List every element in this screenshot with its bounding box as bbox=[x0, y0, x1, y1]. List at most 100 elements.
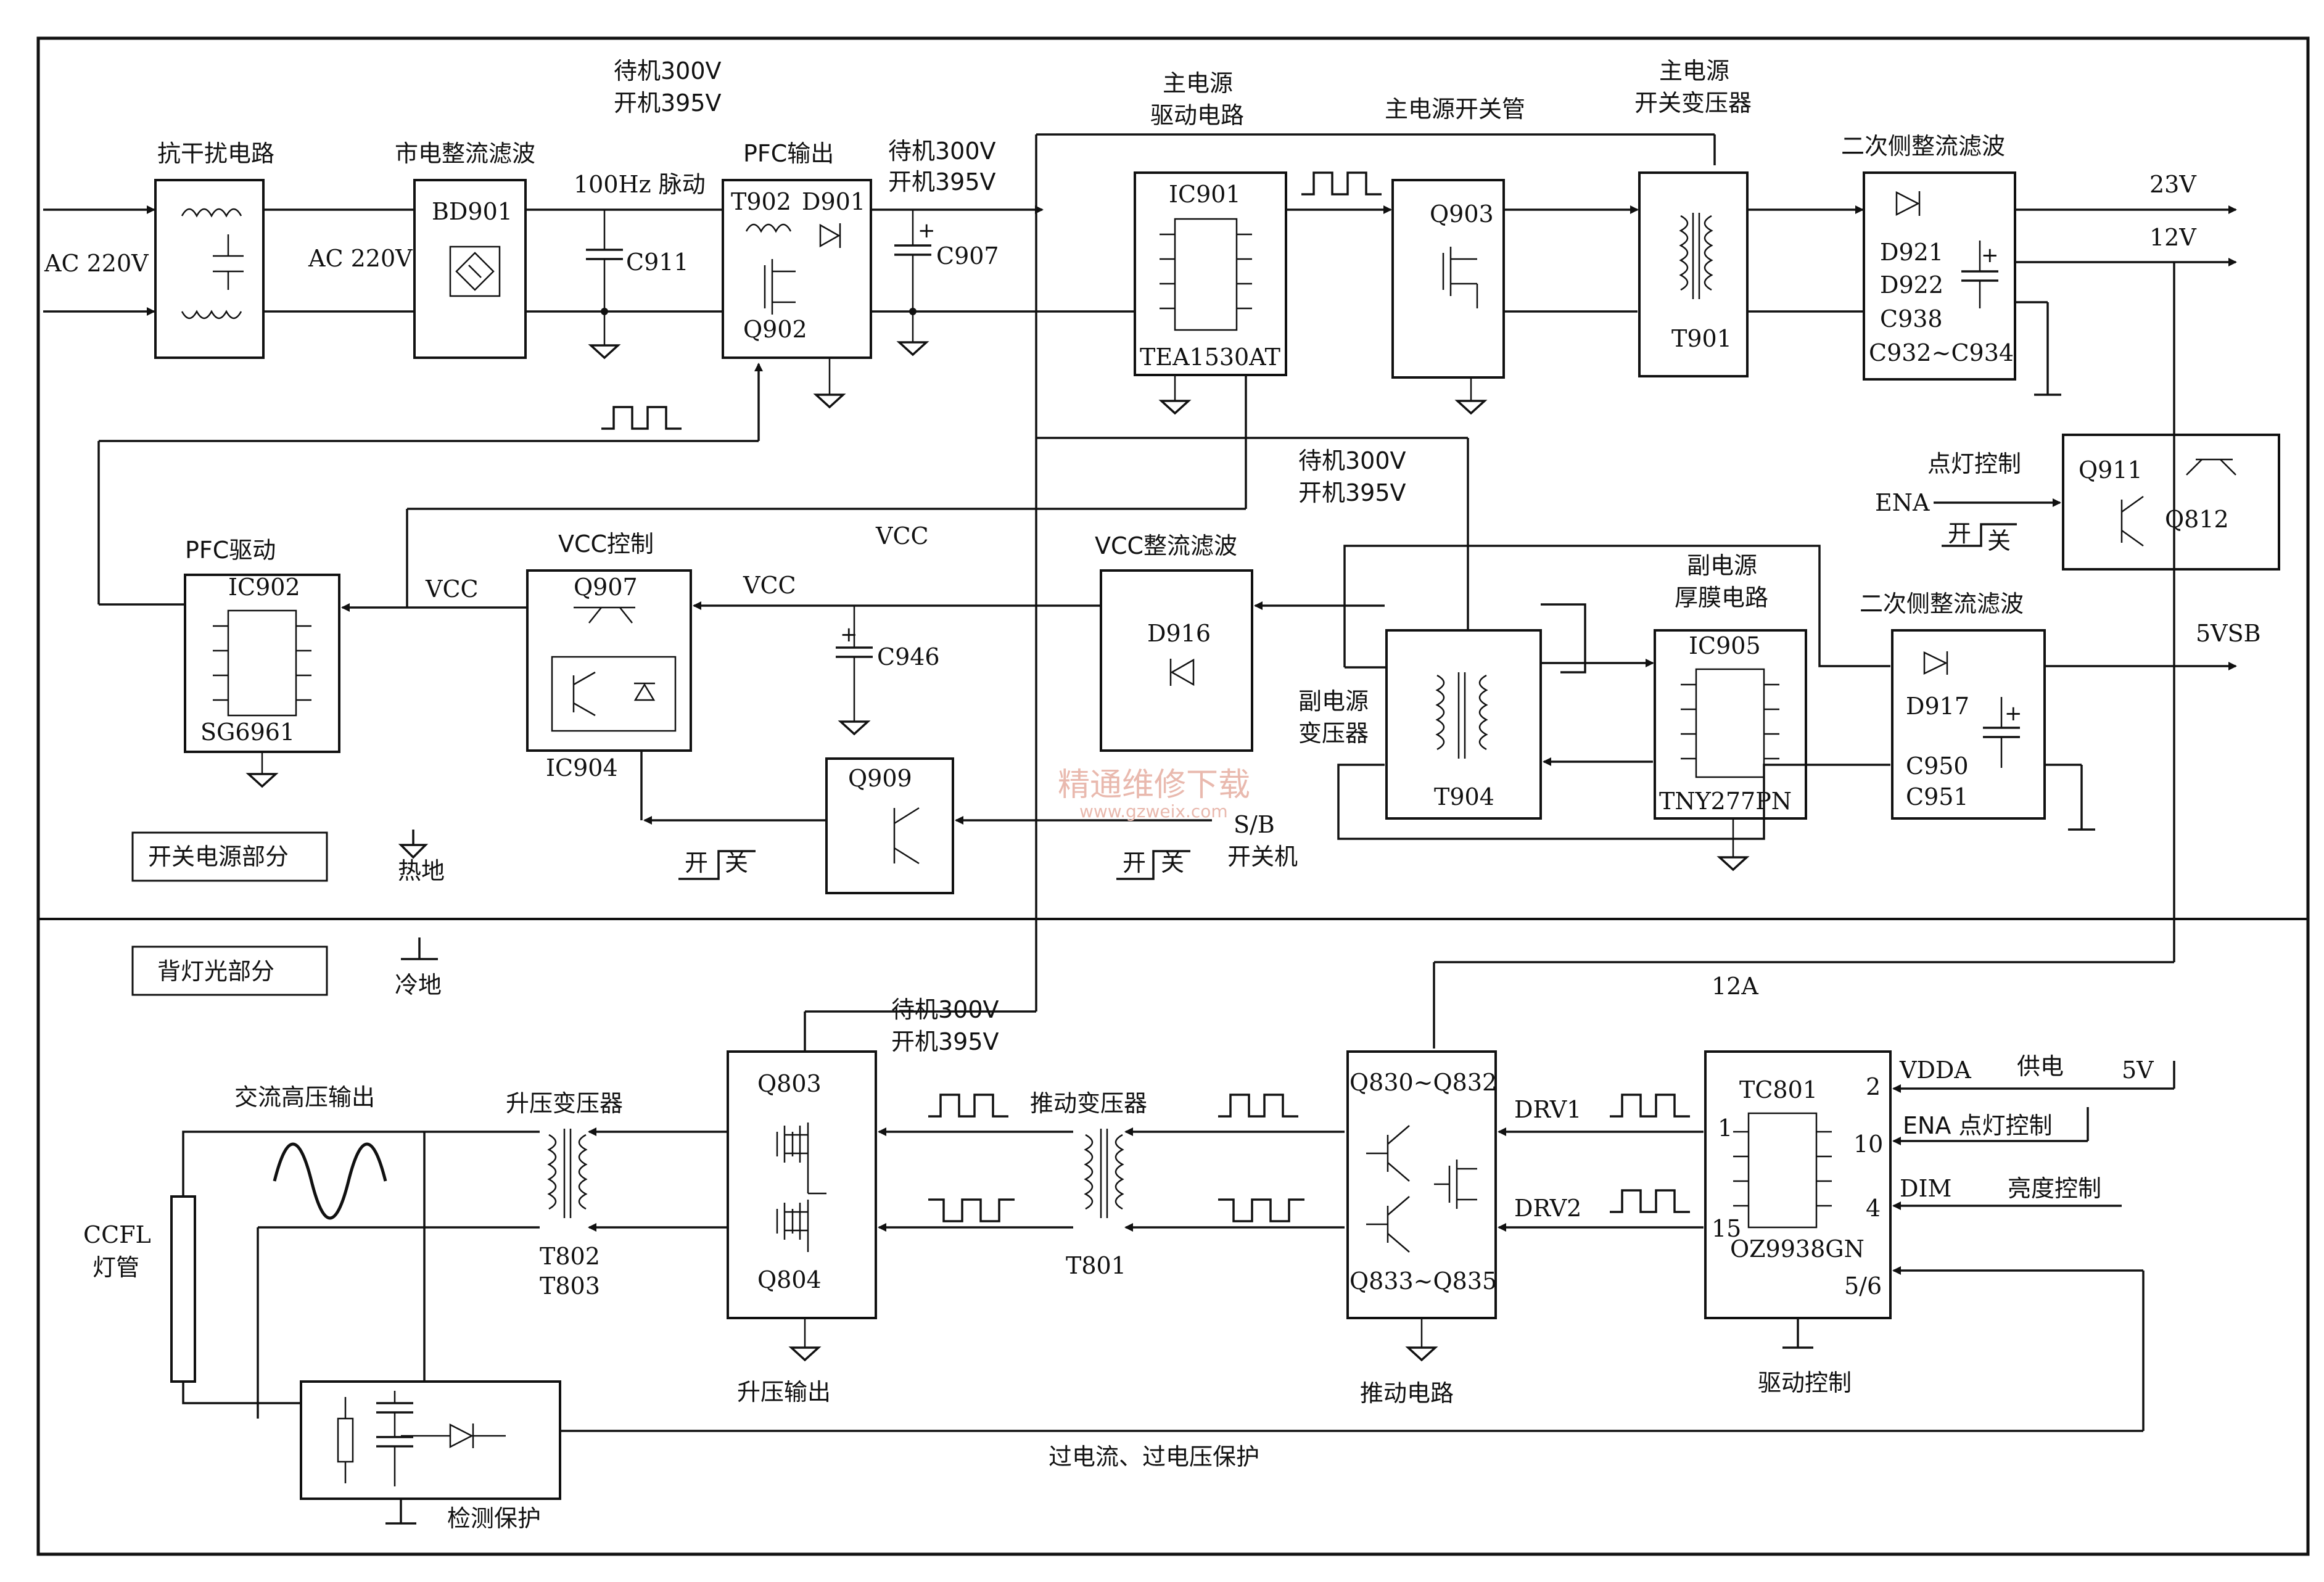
t802-label: T802 bbox=[540, 1243, 600, 1270]
c932-c934-label: C932~C934 bbox=[1869, 339, 2014, 366]
standby-pfc-2: 开机395V bbox=[888, 168, 996, 196]
outer-frame bbox=[36, 36, 2310, 1556]
cold-ground-icon bbox=[401, 937, 438, 960]
watermark-url: www.gzweix.com bbox=[1079, 801, 1228, 822]
standby-mid-1: 待机300V bbox=[1298, 447, 1406, 474]
diode-icon bbox=[819, 223, 841, 248]
switching-section-label: 开关电源部分 bbox=[148, 843, 289, 870]
pfc-title: PFC输出 bbox=[743, 140, 834, 167]
sub-tx-title-2: 变压器 bbox=[1298, 720, 1369, 747]
standby-bl-1: 待机300V bbox=[891, 996, 999, 1023]
vcc-rect-block bbox=[1100, 569, 1253, 752]
square-wave-icon bbox=[1610, 1189, 1690, 1213]
square-wave-icon bbox=[601, 406, 682, 430]
sub-transformer-block bbox=[1385, 629, 1542, 820]
ccfl-lamp bbox=[170, 1195, 196, 1383]
svg-text:+: + bbox=[1981, 243, 1999, 268]
sub-hybrid-title-1: 副电源 bbox=[1687, 552, 1757, 579]
ic902-label: IC902 bbox=[228, 574, 300, 601]
ac-mid-label: AC 220V bbox=[308, 245, 413, 272]
c951-label: C951 bbox=[1906, 783, 1969, 810]
main-switch-title: 主电源开关管 bbox=[1385, 96, 1525, 123]
c938-label: C938 bbox=[1880, 305, 1943, 332]
pin4-label: 4 bbox=[1866, 1195, 1881, 1222]
d917-label: D917 bbox=[1906, 693, 1969, 720]
t901-label: T901 bbox=[1671, 325, 1732, 352]
tc801-title: 驱动控制 bbox=[1758, 1369, 1852, 1396]
rectifier-block bbox=[413, 179, 527, 359]
t801-label: T801 bbox=[1066, 1252, 1126, 1279]
diode-icon bbox=[1895, 191, 1921, 216]
t902-label: T902 bbox=[731, 188, 791, 215]
standby-pfc-1: 待机300V bbox=[888, 138, 996, 165]
sw3-on-label: 开 bbox=[685, 849, 708, 876]
ground-icon bbox=[245, 773, 279, 788]
hot-ground-label: 热地 bbox=[398, 857, 445, 884]
ic905-label: IC905 bbox=[1689, 632, 1761, 659]
main-driver-title-1: 主电源 bbox=[1163, 70, 1233, 97]
main-tx-title-2: 开关变压器 bbox=[1634, 89, 1752, 117]
sw3-off-label: 关 bbox=[725, 849, 748, 876]
emi-block bbox=[154, 179, 265, 359]
sec2-title: 二次侧整流滤波 bbox=[1860, 590, 2024, 617]
q911-label: Q911 bbox=[2079, 456, 2143, 484]
sg6961-label: SG6961 bbox=[200, 719, 295, 746]
tny277pn-label: TNY277PN bbox=[1659, 788, 1792, 815]
square-wave-icon bbox=[928, 1198, 1015, 1222]
v23-label: 23V bbox=[2149, 171, 2196, 198]
v12-label: 12V bbox=[2149, 224, 2196, 251]
sw-off-label: 关 bbox=[1987, 527, 2011, 554]
ic901-label: IC901 bbox=[1169, 181, 1241, 208]
push-tx-title: 推动变压器 bbox=[1030, 1090, 1147, 1117]
hot-ground-icon bbox=[398, 830, 429, 859]
standby-bl-2: 开机395V bbox=[891, 1028, 999, 1055]
switching-section-box bbox=[131, 831, 328, 882]
diode-icon bbox=[1923, 651, 1948, 675]
ac-input-label: AC 220V bbox=[44, 250, 149, 277]
sub-hybrid-title-2: 厚膜电路 bbox=[1675, 584, 1768, 611]
pin15-label: 15 bbox=[1712, 1215, 1741, 1242]
ic904-label: IC904 bbox=[546, 754, 618, 781]
t904-label: T904 bbox=[1434, 783, 1494, 810]
svg-text:+: + bbox=[918, 218, 936, 243]
main-transformer-block bbox=[1638, 171, 1749, 377]
secondary-rect-block-2 bbox=[1891, 629, 2046, 820]
t803-label: T803 bbox=[540, 1272, 600, 1300]
c950-label: C950 bbox=[1906, 752, 1969, 780]
pfc-driver-title: PFC驱动 bbox=[185, 537, 276, 564]
v5-label: 5V bbox=[2122, 1057, 2154, 1084]
ena-label: ENA bbox=[1875, 489, 1930, 516]
vcc-label-1: VCC bbox=[425, 575, 479, 603]
drv2-label: DRV2 bbox=[1514, 1195, 1581, 1222]
ground-icon bbox=[1405, 1346, 1438, 1362]
c946-label: C946 bbox=[877, 643, 940, 670]
boost-tx-title: 升压变压器 bbox=[506, 1090, 623, 1117]
q812-label: Q812 bbox=[2165, 506, 2229, 533]
vcc-label-2: VCC bbox=[875, 522, 929, 550]
boost-block bbox=[727, 1050, 877, 1319]
q804-label: Q804 bbox=[757, 1266, 822, 1293]
ground-icon bbox=[1716, 856, 1750, 871]
vcc-control-title: VCC控制 bbox=[558, 530, 654, 558]
main-driver-block bbox=[1134, 171, 1287, 376]
q911-q812-block bbox=[2062, 434, 2280, 571]
tea1530at-label: TEA1530AT bbox=[1140, 344, 1280, 371]
standby-top-1: 待机300V bbox=[614, 57, 722, 84]
sub-hybrid-block bbox=[1654, 629, 1807, 820]
sw-on-label: 开 bbox=[1948, 520, 1971, 547]
oz9938gn-label: OZ9938GN bbox=[1730, 1235, 1865, 1263]
q902-label: Q902 bbox=[743, 316, 807, 343]
d916-label: D916 bbox=[1147, 620, 1211, 647]
d922-label: D922 bbox=[1880, 271, 1943, 299]
backlight-section-label: 背灯光部分 bbox=[157, 958, 274, 985]
ground-icon bbox=[1454, 400, 1488, 415]
svg-text:+: + bbox=[840, 622, 858, 647]
square-wave-icon bbox=[1218, 1198, 1304, 1222]
d921-label: D921 bbox=[1880, 239, 1943, 266]
sb-label: S/B bbox=[1234, 811, 1275, 838]
ground-icon bbox=[838, 720, 871, 736]
ground-icon bbox=[788, 1346, 822, 1362]
supply-label: 供电 bbox=[2017, 1053, 2064, 1080]
pin10-label: 10 bbox=[1853, 1131, 1883, 1158]
